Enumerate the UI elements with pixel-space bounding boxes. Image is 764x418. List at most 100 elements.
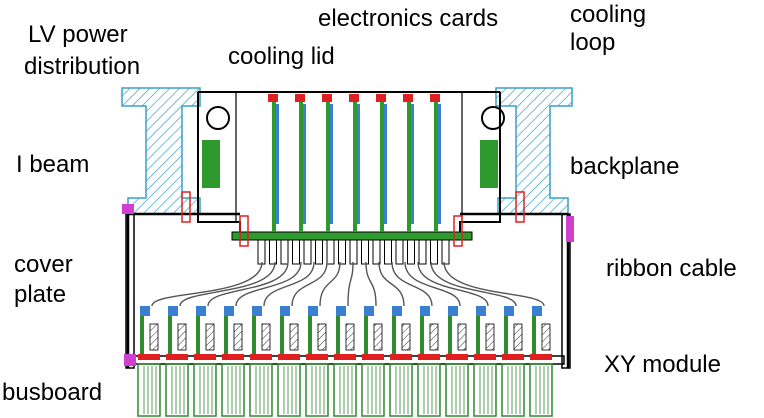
- ribbon-cable: [179, 261, 276, 307]
- i-beam-right: [495, 87, 573, 215]
- xy-module: [445, 363, 469, 417]
- label-cover-plate-line1: cover: [14, 251, 73, 278]
- module-block: [373, 323, 383, 351]
- backplane-connector: [257, 239, 266, 265]
- module-block: [401, 323, 411, 351]
- module-connector: [224, 306, 234, 316]
- module-stem: [224, 316, 228, 356]
- ribbon-cable: [391, 261, 433, 307]
- electronics-card-component: [411, 104, 414, 224]
- ribbon-cable: [378, 261, 405, 307]
- card-screw: [322, 94, 332, 102]
- module-block: [541, 323, 551, 351]
- module-block: [149, 323, 159, 351]
- bracket-right: [566, 216, 574, 242]
- ribbon-cable: [263, 261, 315, 307]
- label-cooling-loop-line1: cooling: [570, 1, 647, 28]
- ribbon-cable: [291, 261, 328, 307]
- module-block: [205, 323, 215, 351]
- card-screw: [376, 94, 386, 102]
- label-lv-power-line1: LV power: [28, 21, 128, 48]
- label-electronics-cards: electronics cards: [318, 5, 499, 32]
- busboard-contact: [306, 354, 328, 360]
- backplane-connector: [430, 239, 438, 265]
- busboard-contact: [530, 354, 552, 360]
- cover-plate-right-wall: [561, 213, 571, 369]
- label-i-beam: I beam: [16, 151, 90, 178]
- module-stem: [252, 316, 256, 356]
- backplane-connector: [292, 239, 300, 265]
- module-stem: [420, 316, 424, 356]
- xy-module: [305, 363, 329, 417]
- mounting-screw: [515, 191, 525, 223]
- module-stem: [196, 316, 200, 356]
- module-block: [345, 323, 355, 351]
- label-lv-power-line2: distribution: [24, 53, 141, 80]
- module-block: [485, 323, 495, 351]
- module-stem: [168, 316, 172, 356]
- module-connector: [308, 306, 318, 316]
- module-stem: [364, 316, 368, 356]
- module-connector: [336, 306, 346, 316]
- xy-module: [473, 363, 497, 417]
- module-connector: [504, 306, 514, 316]
- cooling-loop-right: [481, 106, 505, 130]
- xy-module: [501, 363, 525, 417]
- module-connector: [196, 306, 206, 316]
- electronics-card: [326, 98, 330, 232]
- ribbon-cable: [151, 261, 263, 307]
- ribbon-cable: [235, 261, 302, 307]
- ribbon-cable: [404, 261, 461, 307]
- xy-module: [165, 363, 189, 417]
- housing-side-block-left: [197, 91, 237, 223]
- module-stem: [140, 316, 144, 356]
- backplane-connector: [372, 239, 381, 265]
- busboard-contact: [446, 354, 468, 360]
- label-cover-plate-line2: plate: [14, 281, 67, 308]
- mounting-screw: [453, 215, 463, 247]
- mounting-screw: [239, 215, 249, 247]
- backplane-connector: [326, 239, 335, 265]
- electronics-card: [299, 98, 303, 232]
- xy-module: [417, 363, 441, 417]
- ribbon-cable: [365, 261, 377, 307]
- module-stem: [504, 316, 508, 356]
- busboard-contact: [418, 354, 440, 360]
- module-block: [289, 323, 299, 351]
- backplane-connector: [338, 239, 346, 265]
- cover-plate: [126, 212, 570, 368]
- electronics-card-component: [276, 104, 279, 224]
- electronics-card: [407, 98, 411, 232]
- cooling-loop-left: [206, 106, 230, 130]
- xy-module: [361, 363, 385, 417]
- backplane-connector: [418, 239, 427, 265]
- xy-module: [249, 363, 273, 417]
- module-block: [457, 323, 467, 351]
- label-xy-module: XY module: [604, 351, 721, 378]
- housing-side-block-right: [461, 91, 501, 223]
- module-connector: [420, 306, 430, 316]
- bracket-left-lower: [124, 354, 136, 366]
- module-connector: [532, 306, 542, 316]
- electronics-card: [272, 98, 276, 232]
- ribbon-cable: [443, 261, 545, 307]
- backplane-connector: [361, 239, 369, 265]
- label-cooling-loop-line2: loop: [570, 29, 616, 56]
- label-busboard: busboard: [2, 379, 103, 406]
- module-connector: [392, 306, 402, 316]
- label-ribbon-cable: ribbon cable: [606, 255, 737, 282]
- busboard-contact: [138, 354, 160, 360]
- module-connector: [252, 306, 262, 316]
- backplane-connector: [280, 239, 289, 265]
- backplane-connector: [315, 239, 323, 265]
- lv-power-block-right: [480, 140, 498, 188]
- backplane-connector: [349, 239, 358, 265]
- module-connector: [476, 306, 486, 316]
- backplane-connector: [269, 239, 277, 265]
- bracket-left: [122, 204, 134, 214]
- module-connector: [448, 306, 458, 316]
- busboard-contact: [474, 354, 496, 360]
- module-stem: [308, 316, 312, 356]
